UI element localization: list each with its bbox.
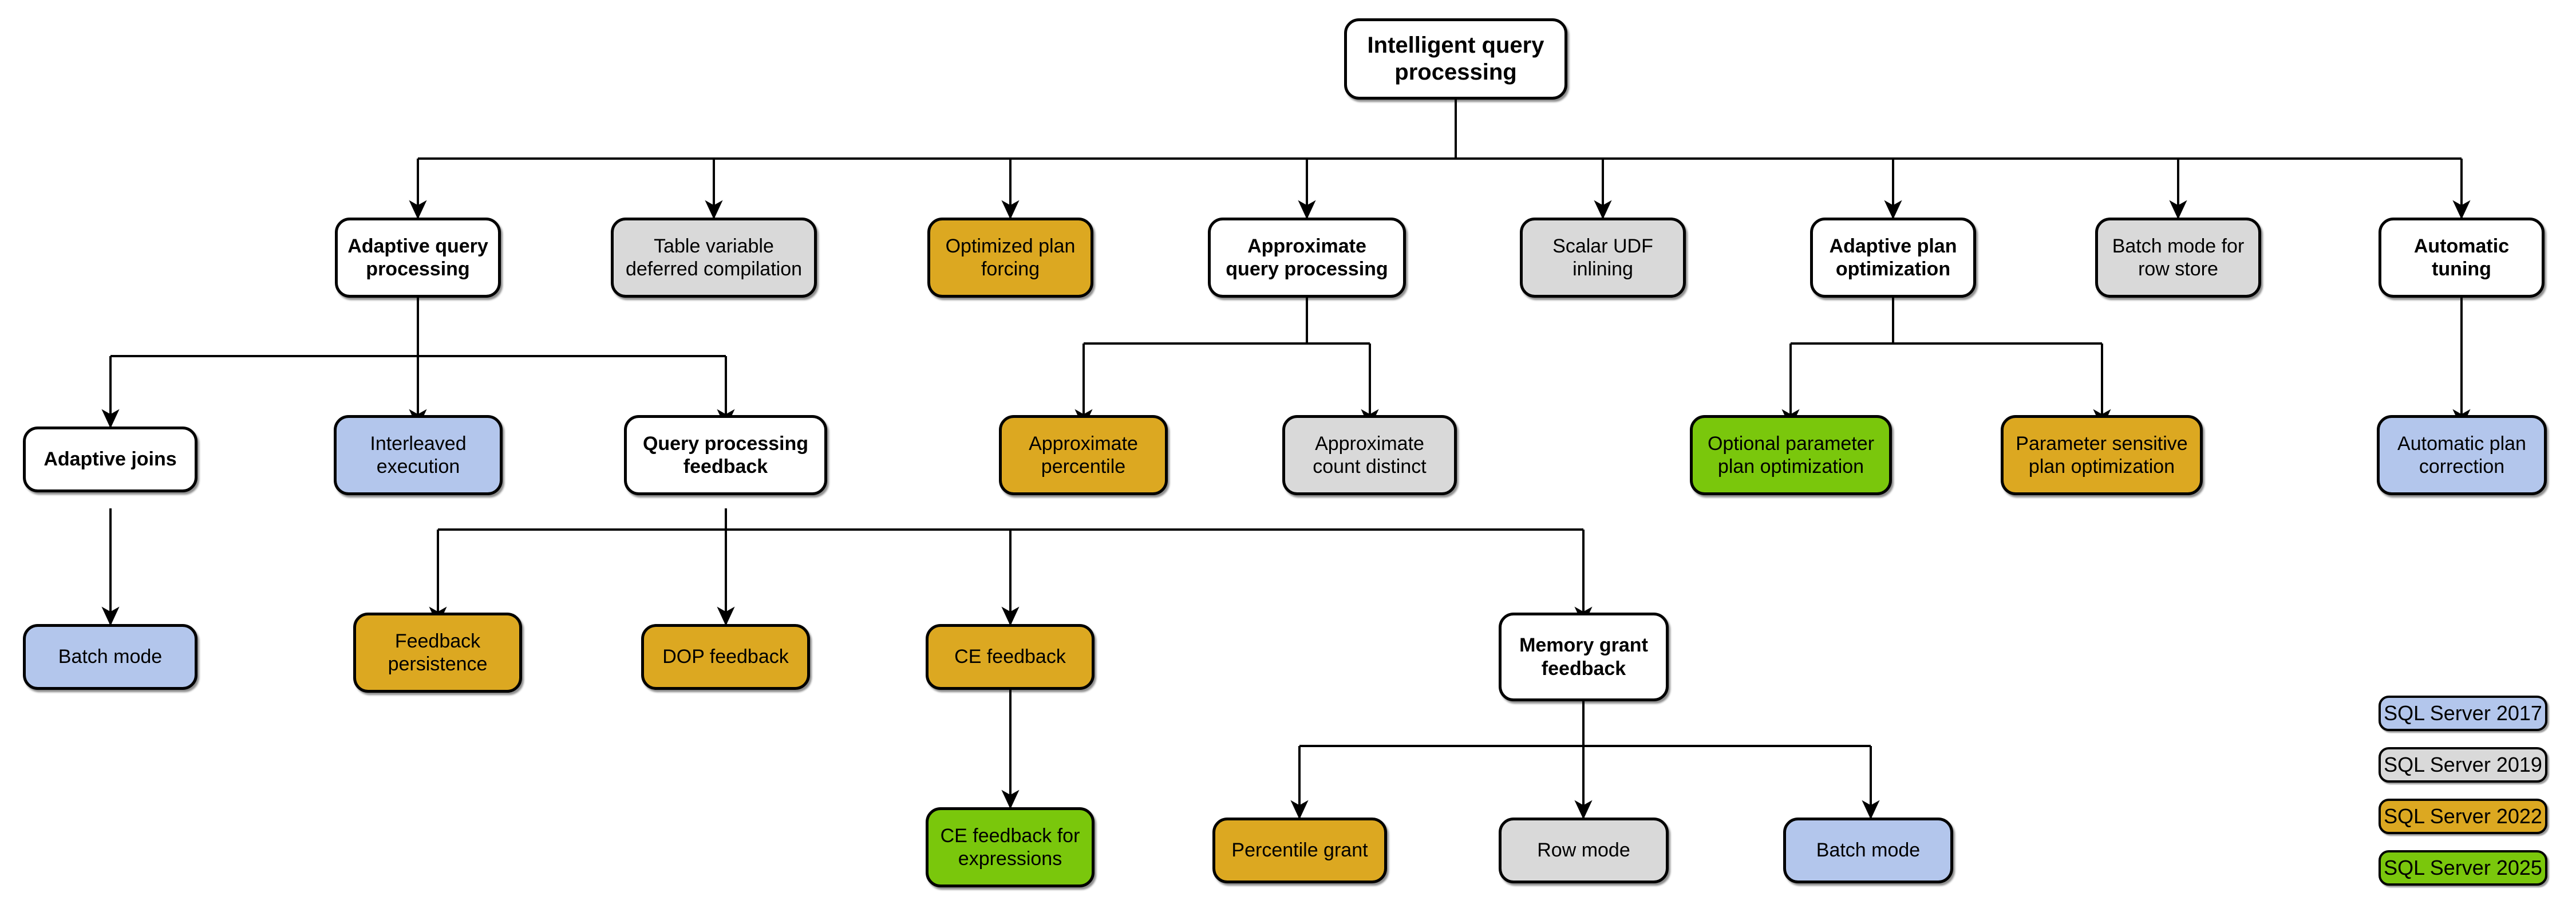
node-batch-mode-memory-grant[interactable]: Batch mode <box>1783 818 1953 883</box>
legend-label: SQL Server 2019 <box>2384 753 2542 776</box>
node-label: Scalar UDF inlining <box>1552 235 1653 280</box>
legend-item-sql-server-2017[interactable]: SQL Server 2017 <box>2379 696 2547 731</box>
node-label: Batch mode <box>1816 839 1921 862</box>
node-label: Table variable deferred compilation <box>625 235 803 280</box>
legend-label: SQL Server 2017 <box>2384 701 2542 725</box>
node-label: Query processing feedback <box>642 432 809 477</box>
node-label: Adaptive joins <box>44 448 177 471</box>
node-batch-mode-for-row-store[interactable]: Batch mode for row store <box>2095 218 2261 298</box>
node-label: Feedback persistence <box>388 630 488 675</box>
legend-item-sql-server-2022[interactable]: SQL Server 2022 <box>2379 799 2547 834</box>
node-intelligent-query-processing[interactable]: Intelligent query processing <box>1344 18 1567 100</box>
node-label: CE feedback <box>954 646 1066 668</box>
node-feedback-persistence[interactable]: Feedback persistence <box>353 613 522 693</box>
node-label: Approximate percentile <box>1029 432 1138 477</box>
legend-label: SQL Server 2025 <box>2384 856 2542 879</box>
node-automatic-tuning[interactable]: Automatic tuning <box>2379 218 2545 298</box>
node-table-variable-deferred-compilation[interactable]: Table variable deferred compilation <box>611 218 817 298</box>
node-label: Approximate count distinct <box>1313 432 1427 477</box>
node-ce-feedback[interactable]: CE feedback <box>926 624 1095 690</box>
node-batch-mode[interactable]: Batch mode <box>23 624 197 690</box>
node-automatic-plan-correction[interactable]: Automatic plan correction <box>2377 415 2547 495</box>
node-memory-grant-feedback[interactable]: Memory grant feedback <box>1499 613 1669 701</box>
node-label: Optimized plan forcing <box>945 235 1076 280</box>
node-ce-feedback-for-expressions[interactable]: CE feedback for expressions <box>926 807 1095 887</box>
node-adaptive-query-processing[interactable]: Adaptive query processing <box>335 218 501 298</box>
node-query-processing-feedback[interactable]: Query processing feedback <box>624 415 827 495</box>
node-label: Adaptive plan optimization <box>1829 235 1957 280</box>
node-scalar-udf-inlining[interactable]: Scalar UDF inlining <box>1520 218 1686 298</box>
node-label: Interleaved execution <box>370 432 467 477</box>
node-label: Percentile grant <box>1231 839 1368 862</box>
node-label: Memory grant feedback <box>1519 634 1648 680</box>
node-percentile-grant[interactable]: Percentile grant <box>1212 818 1387 883</box>
node-adaptive-joins[interactable]: Adaptive joins <box>23 427 197 492</box>
node-label: Automatic tuning <box>2413 235 2510 280</box>
node-label: Row mode <box>1537 839 1630 862</box>
node-label: Batch mode for row store <box>2112 235 2245 280</box>
node-label: Intelligent query processing <box>1367 32 1544 85</box>
node-label: DOP feedback <box>662 646 789 668</box>
node-label: Parameter sensitive plan optimization <box>2016 432 2188 477</box>
node-label: Automatic plan correction <box>2397 432 2526 477</box>
node-approximate-count-distinct[interactable]: Approximate count distinct <box>1282 415 1457 495</box>
node-optional-parameter-plan-optimization[interactable]: Optional parameter plan optimization <box>1690 415 1892 495</box>
node-approximate-percentile[interactable]: Approximate percentile <box>999 415 1168 495</box>
legend-item-sql-server-2019[interactable]: SQL Server 2019 <box>2379 747 2547 783</box>
node-label: Approximate query processing <box>1226 235 1388 280</box>
node-label: Batch mode <box>58 646 163 668</box>
node-label: Optional parameter plan optimization <box>1707 432 1875 477</box>
node-parameter-sensitive-plan-optimization[interactable]: Parameter sensitive plan optimization <box>2001 415 2203 495</box>
node-optimized-plan-forcing[interactable]: Optimized plan forcing <box>927 218 1093 298</box>
node-interleaved-execution[interactable]: Interleaved execution <box>334 415 503 495</box>
legend-item-sql-server-2025[interactable]: SQL Server 2025 <box>2379 850 2547 886</box>
node-adaptive-plan-optimization[interactable]: Adaptive plan optimization <box>1810 218 1976 298</box>
node-approximate-query-processing[interactable]: Approximate query processing <box>1208 218 1406 298</box>
node-dop-feedback[interactable]: DOP feedback <box>641 624 810 690</box>
node-label: CE feedback for expressions <box>940 824 1080 870</box>
node-row-mode[interactable]: Row mode <box>1499 818 1669 883</box>
legend-label: SQL Server 2022 <box>2384 804 2542 828</box>
node-label: Adaptive query processing <box>347 235 488 280</box>
